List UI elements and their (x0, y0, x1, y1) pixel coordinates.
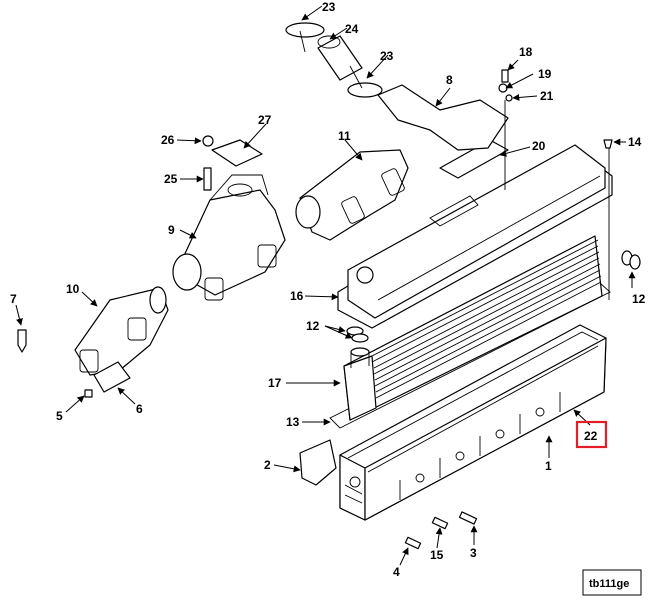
callout-12[interactable]: 12 (306, 319, 320, 333)
callout-24[interactable]: 24 (345, 22, 359, 36)
callout-9[interactable]: 9 (168, 223, 175, 237)
callout-6[interactable]: 6 (136, 402, 143, 416)
air-elbow-part (377, 84, 509, 151)
callout-2[interactable]: 2 (264, 458, 271, 472)
aftercooler-core-part (343, 235, 603, 421)
callout-7[interactable]: 7 (10, 292, 17, 306)
callout-22[interactable]: 21 (540, 89, 554, 103)
callout-20[interactable]: 19 (538, 67, 552, 81)
hose-clamp-upper-part (285, 22, 325, 38)
callout-1[interactable]: 1 (545, 459, 552, 473)
callout-17[interactable]: 17 (268, 376, 282, 390)
callout-27[interactable]: 27 (258, 113, 272, 127)
callout-25[interactable]: 25 (164, 172, 178, 186)
callout-18[interactable]: 22 (584, 429, 598, 443)
end-gasket-part (299, 439, 337, 486)
callout-12[interactable]: 12 (632, 292, 646, 306)
callout-16[interactable]: 16 (290, 289, 304, 303)
callout-11[interactable]: 11 (338, 129, 351, 143)
callout-19[interactable]: 18 (519, 45, 533, 59)
stud-part (203, 167, 212, 191)
sensor-part (17, 329, 27, 353)
callout-8[interactable]: 8 (446, 73, 453, 87)
callout-5[interactable]: 5 (56, 409, 63, 423)
hose-part (317, 35, 363, 81)
callout-18-highlight (575, 420, 608, 449)
callout-13[interactable]: 13 (286, 415, 300, 429)
figure-id: tb111ge (589, 578, 629, 590)
nut-part (202, 135, 214, 147)
manifold-gasket-part (93, 361, 131, 393)
callout-15[interactable]: 15 (430, 548, 444, 562)
callout-23[interactable]: 23 (322, 0, 336, 14)
callout-26[interactable]: 26 (161, 133, 175, 147)
manifold-housing-part (339, 324, 607, 521)
callout-4[interactable]: 4 (393, 565, 400, 579)
turbo-mount-part (181, 189, 286, 296)
callout-3[interactable]: 3 (470, 546, 477, 560)
callout-21[interactable]: 20 (532, 139, 546, 153)
callout-23[interactable]: 23 (380, 49, 394, 63)
exhaust-manifold-front-part (299, 149, 409, 241)
turbo-gasket-part (211, 139, 263, 167)
aftercooler-cover-part (337, 144, 613, 329)
hose-clamp-lower-part (347, 82, 383, 98)
callout-10[interactable]: 10 (66, 282, 80, 296)
callout-14[interactable]: 14 (628, 135, 642, 149)
plug-part (84, 389, 93, 398)
figure-id-box (582, 569, 642, 596)
